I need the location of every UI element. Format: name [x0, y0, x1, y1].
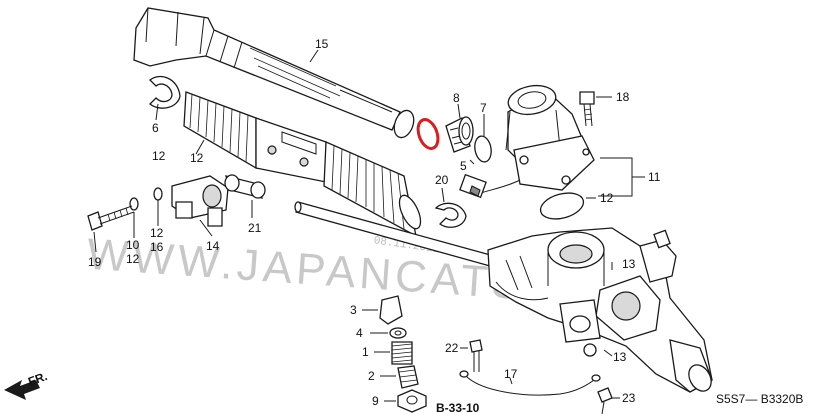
diagram-code: S5S7— B3320B: [716, 392, 803, 406]
callout-12c: 20: [435, 173, 449, 187]
callout-9: 9: [372, 394, 379, 408]
callout-8: 8: [453, 91, 460, 105]
callout-18: 18: [616, 90, 630, 104]
callout-23: 23: [622, 391, 636, 405]
callout-6: 6: [152, 121, 159, 135]
rack-center-section: [255, 117, 327, 183]
spring-part: [391, 341, 413, 365]
callout-19: 19: [88, 255, 102, 269]
adjuster-screw-part: [397, 365, 419, 389]
bolt-23-part: [597, 387, 613, 414]
section-reference: B-33-10: [436, 401, 480, 414]
direction-label: FR.: [26, 369, 49, 389]
callout-11: 11: [648, 170, 661, 184]
washer-16-part: [153, 187, 163, 201]
washer-4-part: [389, 327, 407, 339]
gearbox-housing-part: [487, 227, 713, 393]
boot-clamp-12-right: [434, 202, 467, 228]
callout-10: 10: [126, 238, 140, 252]
flange-bolt-18: [579, 91, 595, 127]
callout-7: 7: [480, 101, 487, 115]
housing-tube-part: [133, 7, 415, 139]
callout-3: 3: [350, 303, 357, 317]
callout-14: 21: [248, 221, 262, 235]
callout-1: 1: [362, 345, 369, 359]
callout-15: 15: [315, 37, 329, 51]
callout-20: 12: [600, 191, 614, 205]
callout-22: 22: [445, 341, 459, 355]
callout-2: 2: [368, 369, 375, 383]
o-ring-20-part: [539, 192, 585, 220]
flange-bolt-19: [87, 205, 135, 231]
bushing-part: [445, 116, 474, 153]
callout-17: 17: [504, 367, 518, 381]
cap-part: [379, 295, 403, 325]
callout-5: 5: [460, 159, 467, 173]
ground-cable-part: [459, 370, 601, 396]
o-ring-highlighted: [416, 118, 440, 150]
callout-4: 4: [356, 326, 363, 340]
callout-12b: 12: [190, 151, 204, 165]
callout-12d: 12: [126, 252, 140, 266]
bolt-22-part: [469, 339, 483, 372]
callout-21a: 13: [622, 257, 636, 271]
callout-12a: 12: [152, 149, 166, 163]
snap-ring-part: [474, 135, 492, 163]
bushing-14-part: [224, 174, 266, 199]
callout-13: 14: [206, 239, 220, 253]
motor-assembly-part: [459, 84, 595, 199]
mount-bracket-part: [171, 175, 229, 227]
locknut-part: [397, 389, 427, 413]
callout-21b: 13: [613, 350, 627, 364]
front-direction-arrow: [4, 380, 40, 400]
callout-16: 16: [150, 240, 164, 254]
washer-10-part: [129, 197, 139, 211]
boot-clamp-6: [149, 75, 181, 109]
callout-12e: 12: [150, 226, 164, 240]
